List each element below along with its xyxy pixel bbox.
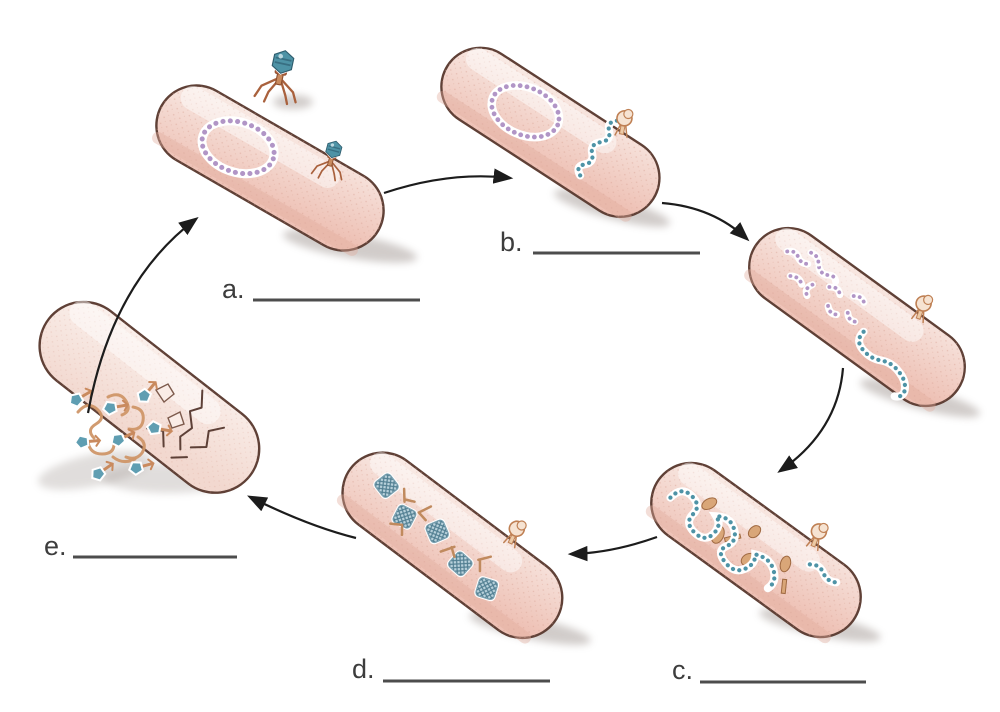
stage-label-a: a. xyxy=(222,274,245,304)
phage-shadow xyxy=(273,95,313,109)
arrow-degradation-to-c xyxy=(777,367,845,473)
bacterium-stage-c xyxy=(645,461,862,644)
arrow-c-to-d xyxy=(567,535,658,562)
bacterium-stage-b xyxy=(436,46,661,222)
bacterium-stage-d xyxy=(336,451,564,644)
stage-label-b: b. xyxy=(500,227,523,257)
stage-label-d: d. xyxy=(352,654,375,684)
lysis-burst-cluster xyxy=(65,376,185,485)
stage-label-e: e. xyxy=(44,531,67,561)
degraded-host-dna-icon xyxy=(783,247,868,326)
bacterium-stage-a xyxy=(152,84,385,256)
arrow-d-to-e xyxy=(247,495,357,540)
arrow-b-to-degradation xyxy=(661,201,750,242)
arrow-a-to-b xyxy=(383,168,514,195)
bacterium-stage-degradation xyxy=(744,226,966,412)
arrow-e-to-a xyxy=(86,217,199,414)
stage-label-c: c. xyxy=(672,655,693,685)
replicating-viral-parts-icon xyxy=(701,497,792,595)
phage-tail-parts-icon xyxy=(389,487,493,573)
